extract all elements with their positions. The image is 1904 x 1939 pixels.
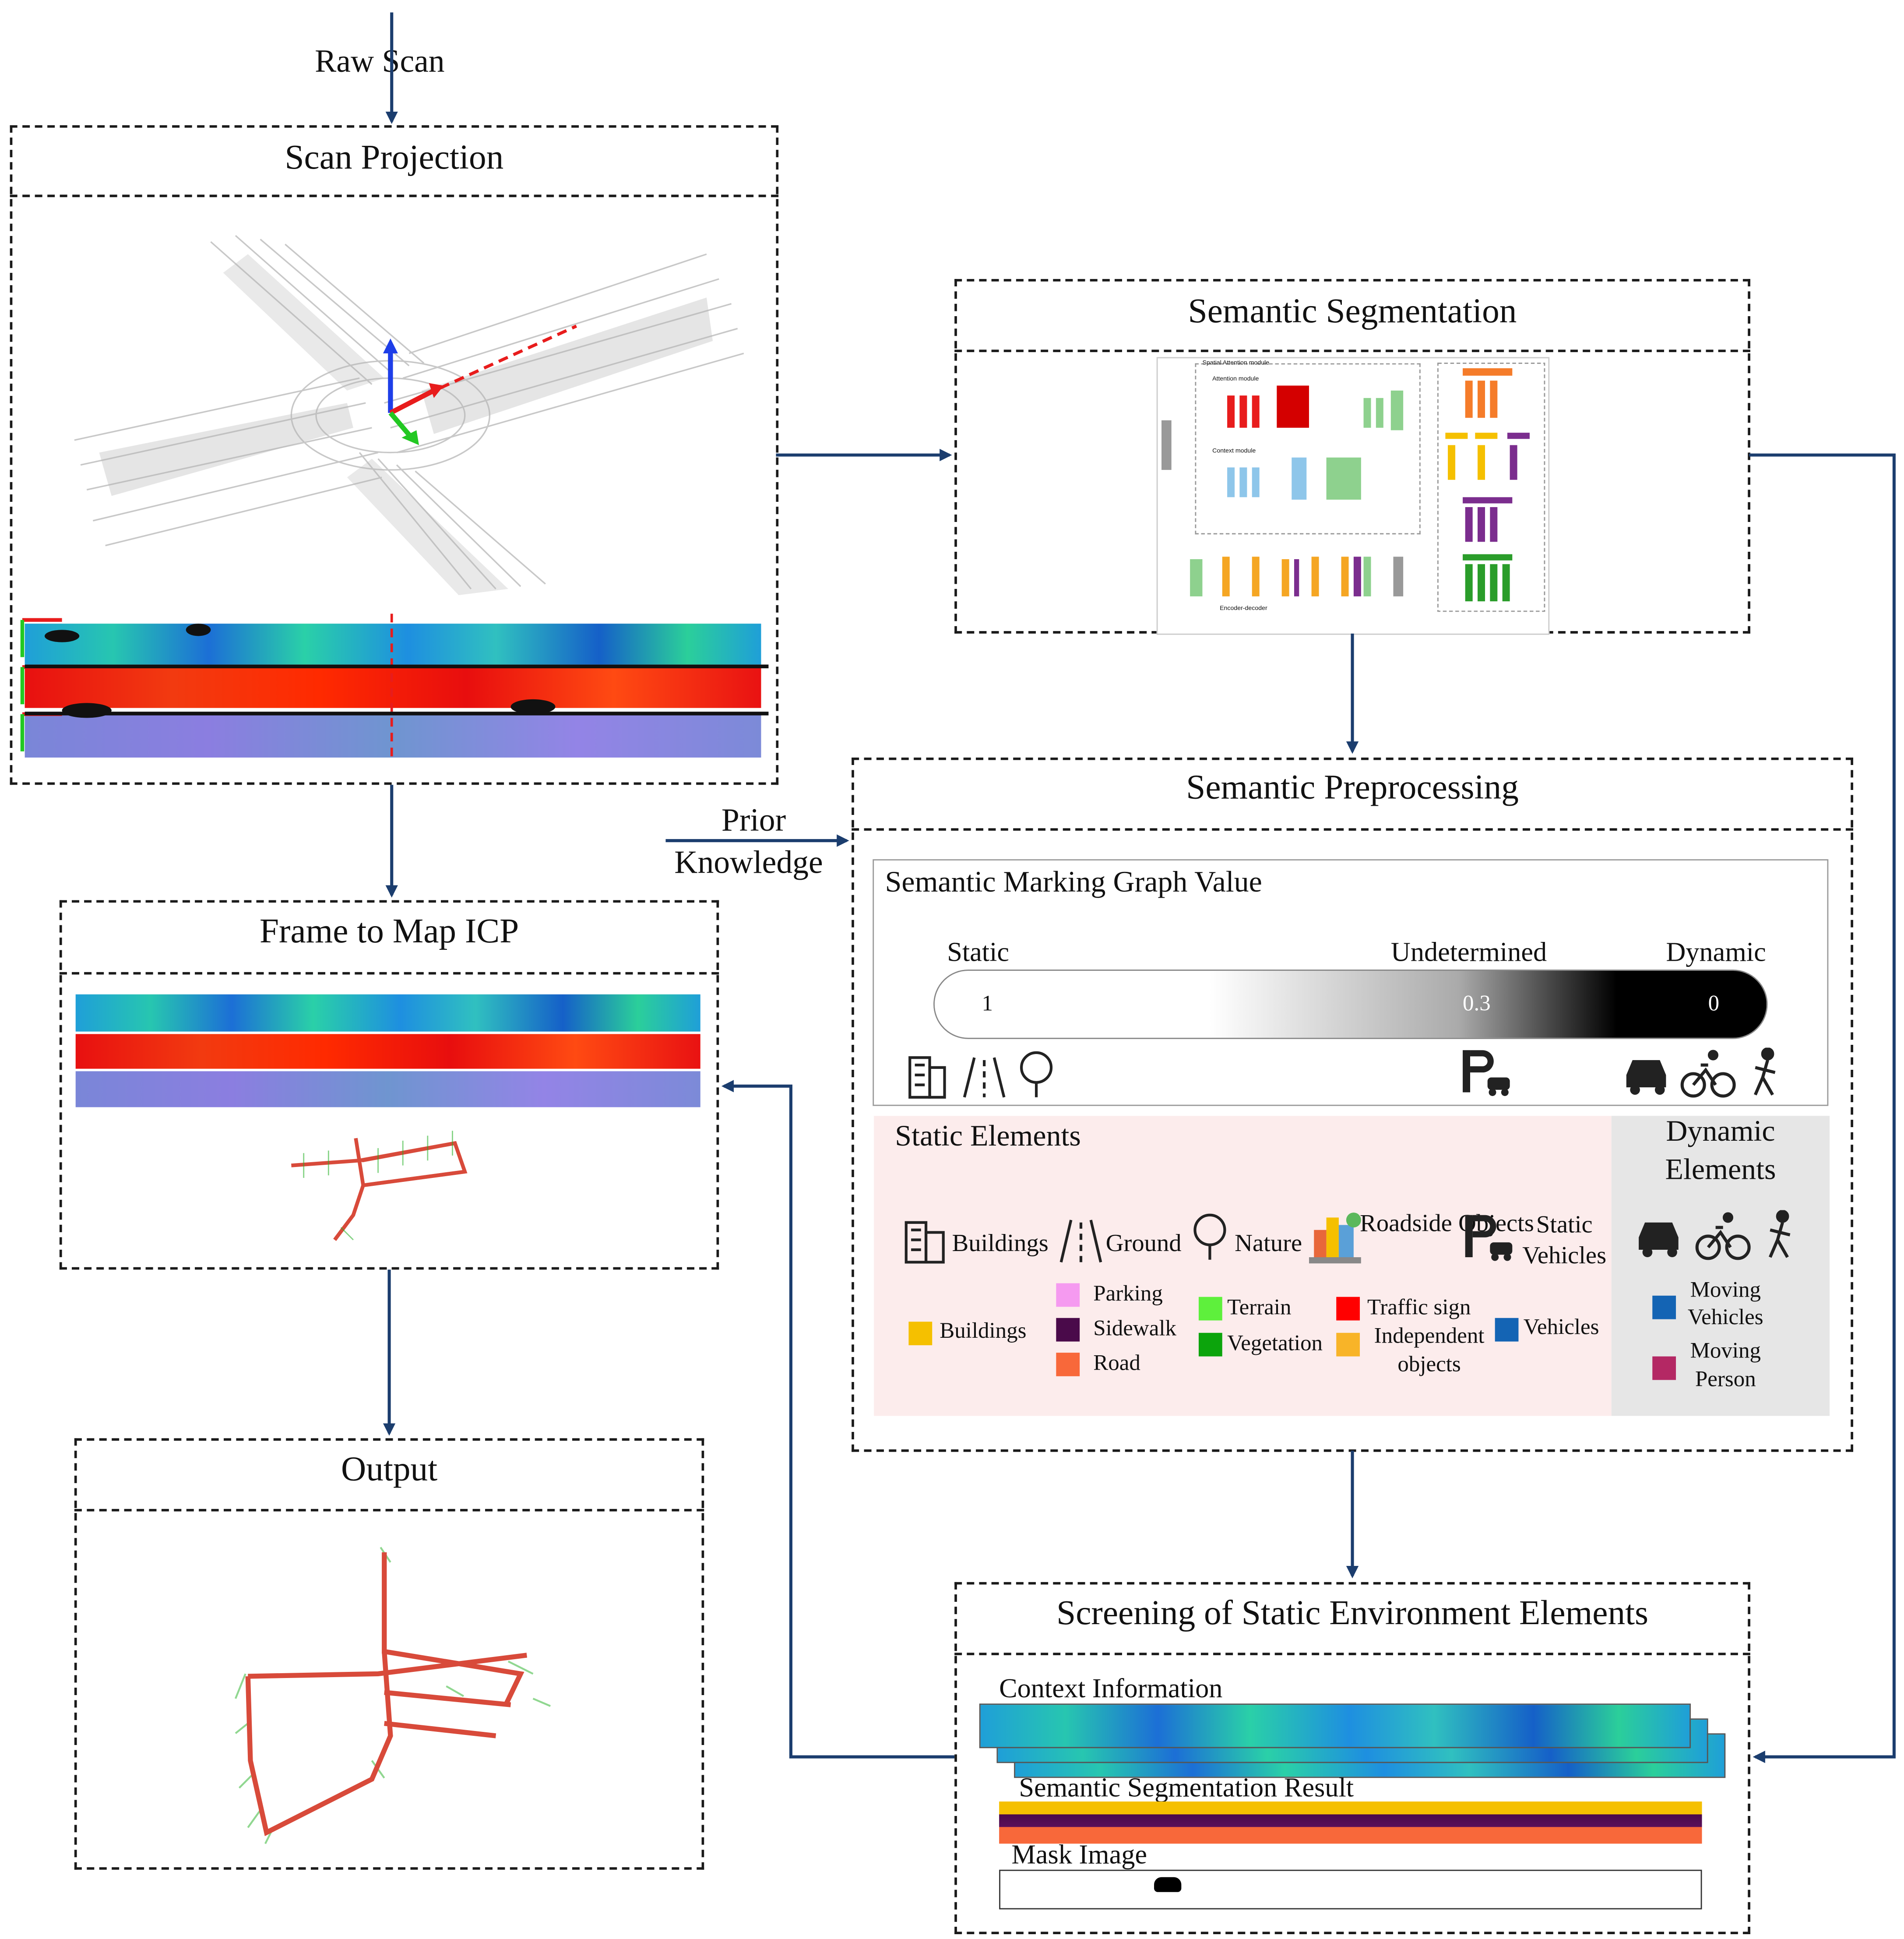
graph-title: Semantic Marking Graph Value <box>885 867 1262 899</box>
legend-moving-person-line1: Moving <box>1690 1338 1761 1363</box>
graph-value-gradient-bar <box>933 970 1768 1039</box>
legend-swatch-sidewalk <box>1056 1318 1080 1342</box>
legend-swatch-parking <box>1056 1283 1080 1307</box>
dynamic-elements-icons <box>1639 1210 1791 1260</box>
dynamic-scale-label: Dynamic <box>1666 936 1766 967</box>
legend-swatch-terrain <box>1198 1297 1222 1321</box>
icp-range-image-red <box>75 1034 700 1069</box>
mask-image-label: Mask Image <box>1011 1838 1147 1870</box>
screening-title: Screening of Static Environment Elements <box>1056 1594 1648 1633</box>
legend-moving-vehicles-line2: Vehicles <box>1687 1304 1763 1329</box>
legend-traffic-sign: Traffic sign <box>1367 1294 1471 1319</box>
static-vehicles-icon <box>1465 1215 1513 1261</box>
context-image-1 <box>979 1703 1691 1749</box>
category-buildings: Buildings <box>952 1230 1049 1258</box>
legend-independent-objects: Independent objects <box>1374 1323 1485 1376</box>
output-divider <box>74 1509 704 1512</box>
dynamic-category-icons <box>1626 1047 1776 1098</box>
output-box <box>74 1438 704 1870</box>
frame-to-map-title: Frame to Map ICP <box>259 912 519 951</box>
mask-image <box>999 1869 1702 1910</box>
spatial-attention-label: Spatial Attention module <box>1202 360 1270 367</box>
graph-value-static: 1 <box>982 991 993 1015</box>
legend-swatch-moving-person <box>1652 1356 1676 1380</box>
static-elements-title: Static Elements <box>895 1121 1081 1153</box>
semantic-preprocessing-divider <box>852 828 1853 831</box>
screening-divider <box>954 1653 1750 1655</box>
legend-swatch-independent-objects <box>1336 1333 1360 1357</box>
frame-to-map-divider <box>59 972 719 975</box>
nature-icon <box>1193 1213 1226 1260</box>
graph-value-undetermined: 0.3 <box>1463 991 1491 1015</box>
context-information-label: Context Information <box>999 1672 1223 1704</box>
icp-range-image-violet <box>75 1071 700 1107</box>
legend-sidewalk: Sidewalk <box>1093 1315 1176 1340</box>
encoder-decoder-label: Encoder-decoder <box>1220 605 1267 613</box>
context-module-label: Context module <box>1212 448 1256 455</box>
dynamic-elements-title-line2: Elements <box>1665 1154 1776 1187</box>
static-category-icons <box>908 1051 1053 1099</box>
legend-terrain: Terrain <box>1227 1294 1292 1319</box>
legend-swatch-vehicles <box>1495 1318 1519 1342</box>
roadside-objects-icon <box>1309 1213 1361 1264</box>
output-title: Output <box>341 1450 438 1489</box>
prior-knowledge-line2: Knowledge <box>674 844 823 881</box>
legend-moving-vehicles-line1: Moving <box>1690 1277 1761 1302</box>
legend-moving-person-line2: Person <box>1695 1366 1756 1391</box>
icp-trajectory-map <box>291 1131 468 1241</box>
legend-road: Road <box>1093 1350 1140 1375</box>
legend-buildings: Buildings <box>940 1318 1027 1343</box>
undetermined-scale-label: Undetermined <box>1390 936 1547 967</box>
graph-value-dynamic: 0 <box>1708 991 1720 1015</box>
spatial-attention-module <box>1195 363 1421 535</box>
segmentation-result-label: Semantic Segmentation Result <box>1019 1772 1354 1803</box>
mask-vehicle-blob <box>1154 1877 1182 1892</box>
legend-parking: Parking <box>1093 1280 1163 1306</box>
segmentation-result-image <box>999 1802 1702 1844</box>
semantic-segmentation-divider <box>954 349 1750 353</box>
legend-vegetation: Vegetation <box>1227 1330 1323 1355</box>
legend-swatch-traffic-sign <box>1336 1297 1360 1321</box>
scan-projection-divider <box>10 194 779 197</box>
legend-swatch-moving-vehicles <box>1652 1295 1676 1319</box>
point-cloud-image <box>74 235 744 596</box>
semantic-preprocessing-title: Semantic Preprocessing <box>1186 769 1519 807</box>
category-ground: Ground <box>1105 1230 1182 1258</box>
dynamic-elements-title-line1: Dynamic <box>1666 1116 1775 1148</box>
legend-swatch-buildings <box>908 1322 933 1346</box>
raw-scan-label: Raw Scan <box>315 43 445 80</box>
dynamic-elements-panel <box>1611 1116 1830 1416</box>
output-trajectory-map <box>234 1547 551 1844</box>
buildings-icon <box>904 1221 945 1264</box>
network-architecture-figure: Spatial Attention module Attention modul… <box>1156 357 1550 635</box>
static-elements-panel <box>874 1116 1612 1416</box>
projection-axes-overlay <box>20 613 769 763</box>
legend-swatch-vegetation <box>1198 1333 1222 1357</box>
prior-knowledge-line1: Prior <box>721 802 786 839</box>
semantic-marking-graph-panel <box>873 859 1829 1106</box>
semantic-segmentation-title: Semantic Segmentation <box>1188 293 1517 331</box>
attention-module-label: Attention module <box>1212 375 1259 383</box>
screening-box <box>954 1582 1750 1934</box>
category-static-vehicles: Static Vehicles <box>1522 1211 1607 1270</box>
static-scale-label: Static <box>947 936 1010 967</box>
icp-range-image-blue <box>75 994 700 1032</box>
frame-to-map-box <box>59 900 719 1270</box>
ground-icon <box>1059 1220 1102 1263</box>
category-nature: Nature <box>1235 1230 1302 1258</box>
legend-swatch-road <box>1056 1353 1080 1376</box>
parking-icon <box>1463 1050 1510 1096</box>
legend-vehicles: Vehicles <box>1523 1314 1599 1339</box>
scan-projection-title: Scan Projection <box>285 139 504 177</box>
